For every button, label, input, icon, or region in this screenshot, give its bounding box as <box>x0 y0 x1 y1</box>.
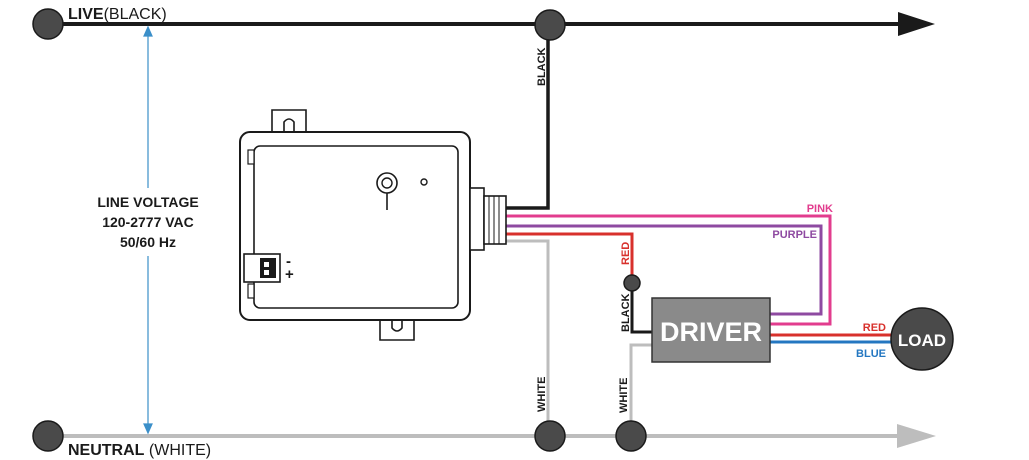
voltage-line-1: LINE VOLTAGE <box>97 194 198 210</box>
node-neutral-sensor <box>534 420 566 452</box>
live-arrowhead <box>898 12 935 36</box>
node-neutral-left <box>32 420 64 452</box>
plus-sign: + <box>285 266 294 283</box>
sensor-device <box>239 109 507 341</box>
node-red-black-splice <box>623 274 641 292</box>
red-wire-top-label: RED <box>620 242 632 265</box>
black-wire-driver-label: BLACK <box>620 293 632 332</box>
neutral-label: NEUTRAL (WHITE) <box>68 442 211 459</box>
node-neutral-driver <box>615 420 647 452</box>
pink-wire <box>506 214 832 326</box>
purple-wire <box>506 224 823 316</box>
load-label: LOAD <box>898 331 946 350</box>
red-wire-top <box>506 232 634 283</box>
black-wire-top <box>506 24 550 210</box>
black-wire-top-label: BLACK <box>536 47 548 86</box>
pink-wire-label: PINK <box>807 203 833 215</box>
node-live-left <box>32 8 64 40</box>
white-wire-driver <box>629 343 652 436</box>
voltage-line-3: 50/60 Hz <box>120 234 176 250</box>
white-wire-sensor-label: WHITE <box>536 377 548 412</box>
node-live-junction <box>534 9 566 41</box>
voltage-label-bg <box>78 188 218 256</box>
white-wire-driver-label: WHITE <box>618 378 630 413</box>
purple-wire-label: PURPLE <box>772 229 817 241</box>
neutral-arrowhead <box>897 424 936 448</box>
load-circle <box>890 307 954 371</box>
lv-connector-icon <box>243 253 281 283</box>
white-wire-sensor <box>506 239 550 436</box>
blue-load-label: BLUE <box>856 348 886 360</box>
voltage-line-2: 120-2777 VAC <box>102 214 194 230</box>
minus-sign: - <box>286 253 291 270</box>
live-label: LIVE(BLACK) <box>68 6 167 23</box>
driver-box <box>651 297 771 363</box>
black-wire-driver <box>630 283 652 334</box>
keyhole-icon <box>376 172 398 210</box>
red-load-label: RED <box>863 322 886 334</box>
driver-label: DRIVER <box>660 317 762 347</box>
